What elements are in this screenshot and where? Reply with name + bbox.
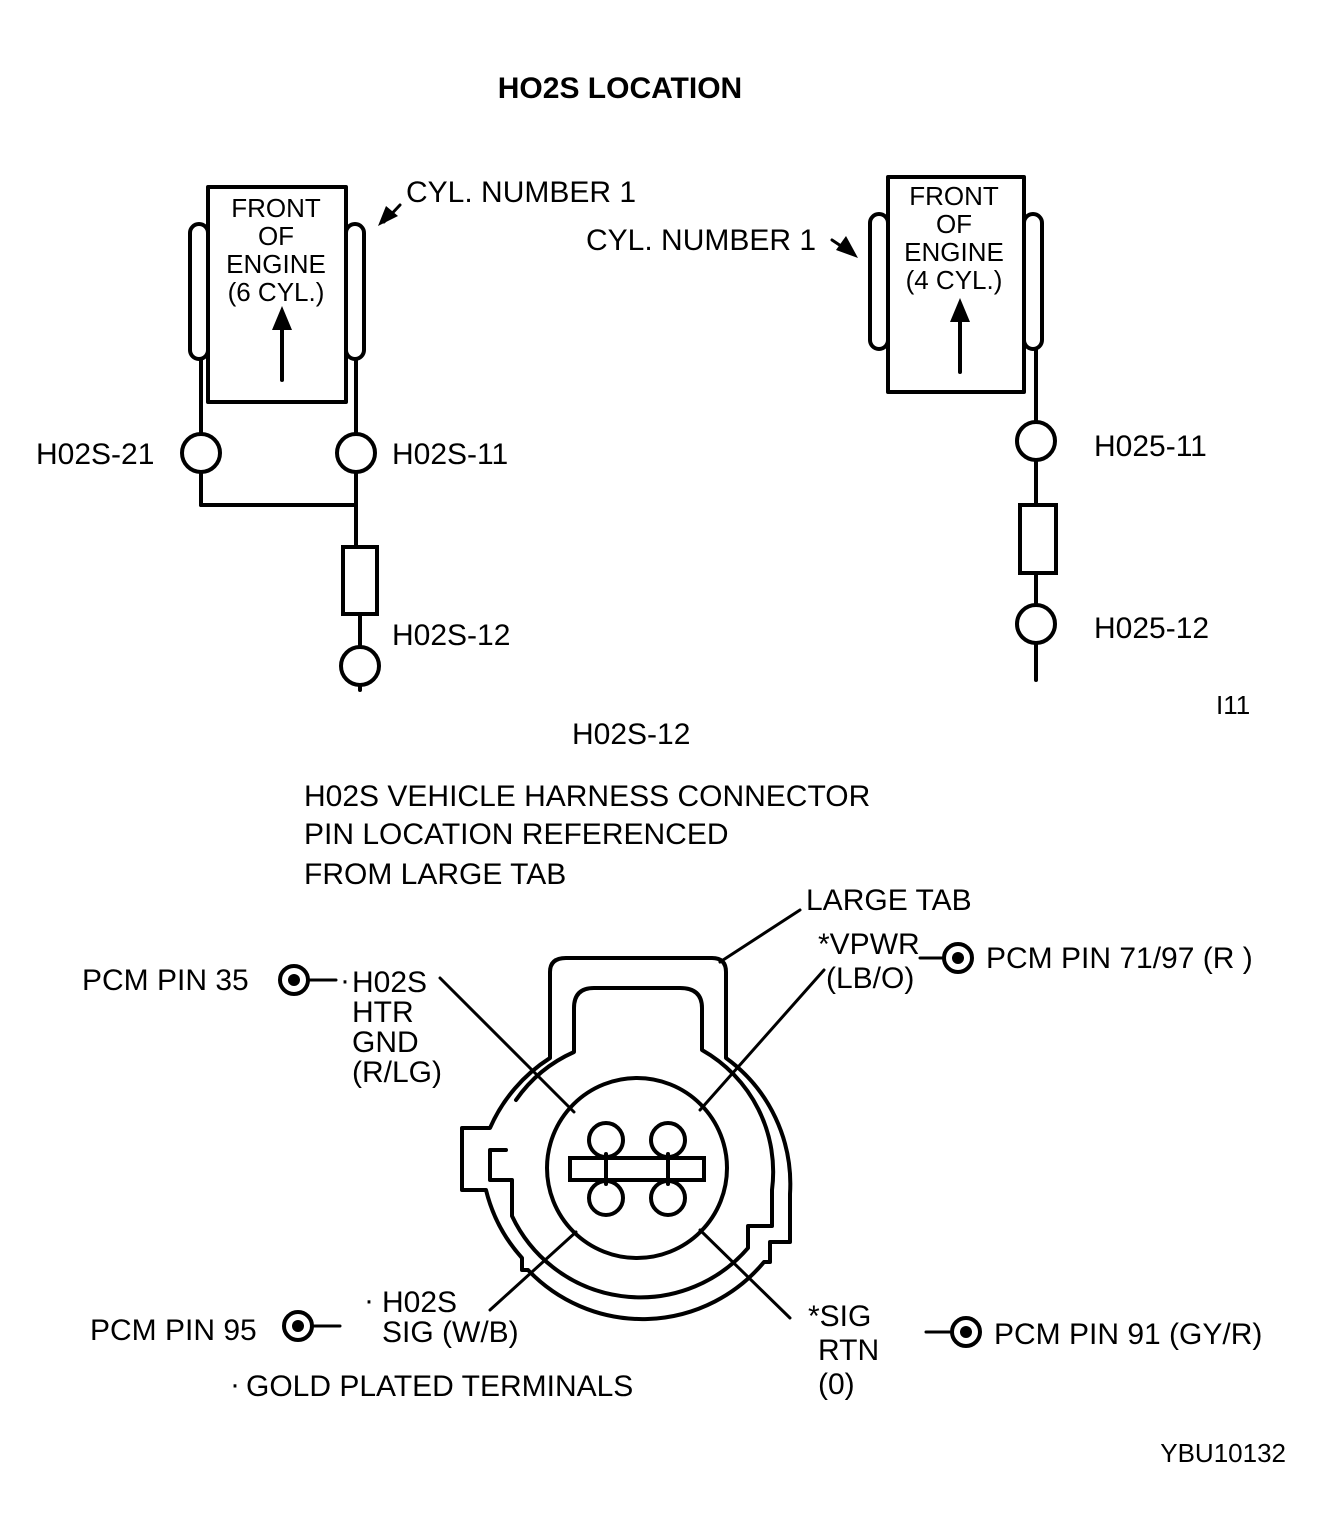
pin-name-line-3: GND xyxy=(352,1026,419,1059)
six-cyl-label-1: FRONT xyxy=(231,193,321,223)
reference-code: I11 xyxy=(1216,690,1250,720)
gold-dot-icon: · xyxy=(340,964,350,997)
four-cyl-engine: FRONT OF ENGINE (4 CYL.) xyxy=(868,175,1044,394)
pin-top-right: *VPWR (LB/O) PCM PIN 71/97 (R ) xyxy=(698,928,1253,1112)
connector-caption-line-2: PIN LOCATION REFERENCED xyxy=(304,818,729,851)
pin-top-left: PCM PIN 35 · H02S HTR GND (R/LG) xyxy=(82,964,576,1114)
six-cyl-label-2: OF xyxy=(258,221,294,251)
connector-key xyxy=(568,1156,706,1182)
pin-name-line-1: *SIG xyxy=(808,1300,871,1333)
gold-dot-icon: · xyxy=(364,1284,374,1317)
six-cyl-number-label: CYL. NUMBER 1 xyxy=(406,176,636,209)
four-cyl-label-4: (4 CYL.) xyxy=(906,265,1003,295)
four-cyl-number-label: CYL. NUMBER 1 xyxy=(586,224,816,257)
sensor-h02s-11 xyxy=(335,432,377,474)
pin-hole-3 xyxy=(587,1179,625,1217)
diagram-title: HO2S LOCATION xyxy=(498,72,742,105)
label-h02s-12: H02S-12 xyxy=(392,619,510,652)
pin-name-line-1: H02S xyxy=(352,966,427,999)
pin-name-line-2: RTN xyxy=(818,1334,879,1367)
figure-code: YBU10132 xyxy=(1160,1438,1286,1468)
label-h025-11: H025-11 xyxy=(1094,430,1207,463)
pin-name-line-2: SIG (W/B) xyxy=(382,1316,519,1349)
four-cyl-label-1: FRONT xyxy=(909,181,999,211)
sensor-h02s-21 xyxy=(180,432,222,474)
four-cyl-exhaust xyxy=(1015,347,1058,682)
pointer-arrow-icon xyxy=(378,206,398,226)
label-h02s-11: H02S-11 xyxy=(392,438,508,471)
pin-bottom-left: PCM PIN 95 · H02S SIG (W/B) xyxy=(90,1230,578,1349)
six-cyl-exhaust xyxy=(180,357,381,692)
harness-connector xyxy=(460,956,793,1321)
six-cyl-label-3: ENGINE xyxy=(226,249,326,279)
pcm-pin-91-label: PCM PIN 91 (GY/R) xyxy=(994,1318,1262,1351)
four-cyl-label-2: OF xyxy=(936,209,972,239)
pin-name-line-3: (0) xyxy=(818,1368,855,1401)
pin-name-line-2: HTR xyxy=(352,996,414,1029)
catalytic-converter xyxy=(1018,503,1058,575)
pin-name-line-1: *VPWR xyxy=(818,928,920,961)
pin-hole-4 xyxy=(649,1179,687,1217)
sensor-h02s-12 xyxy=(339,645,381,687)
arrow-up-icon xyxy=(950,298,970,322)
pin-name-line-2: (LB/O) xyxy=(826,962,914,995)
sensor-h025-11 xyxy=(1015,420,1057,462)
six-cyl-label-4: (6 CYL.) xyxy=(228,277,325,307)
pcm-pin-71-97-label: PCM PIN 71/97 (R ) xyxy=(986,942,1253,975)
legend-gold-terminals: GOLD PLATED TERMINALS xyxy=(246,1370,633,1403)
pcm-pin-95-label: PCM PIN 95 xyxy=(90,1314,257,1347)
arrow-up-icon xyxy=(272,306,292,330)
connector-caption-line-1: H02S VEHICLE HARNESS CONNECTOR xyxy=(304,780,870,813)
label-h025-12: H025-12 xyxy=(1094,612,1209,645)
label-h02s-21: H02S-21 xyxy=(36,438,154,471)
gold-dot-icon: · xyxy=(230,1368,240,1401)
four-cyl-label-3: ENGINE xyxy=(904,237,1004,267)
sensor-h025-12 xyxy=(1015,603,1057,645)
pcm-pin-35-label: PCM PIN 35 xyxy=(82,964,249,997)
six-cyl-engine: FRONT OF ENGINE (6 CYL.) xyxy=(188,185,366,404)
pin-name-line-1: H02S xyxy=(382,1286,457,1319)
pointer-arrow-icon xyxy=(836,236,858,258)
pin-name-line-4: (R/LG) xyxy=(352,1056,442,1089)
catalytic-converter xyxy=(341,545,379,616)
connector-caption-line-3: FROM LARGE TAB xyxy=(304,858,566,891)
pin-hole-2 xyxy=(649,1121,687,1159)
large-tab-label: LARGE TAB xyxy=(806,884,972,917)
pin-hole-1 xyxy=(587,1121,625,1159)
pin-bottom-right: *SIG RTN (0) PCM PIN 91 (GY/R) xyxy=(698,1228,1262,1401)
connector-sensor-label: H02S-12 xyxy=(572,718,690,751)
